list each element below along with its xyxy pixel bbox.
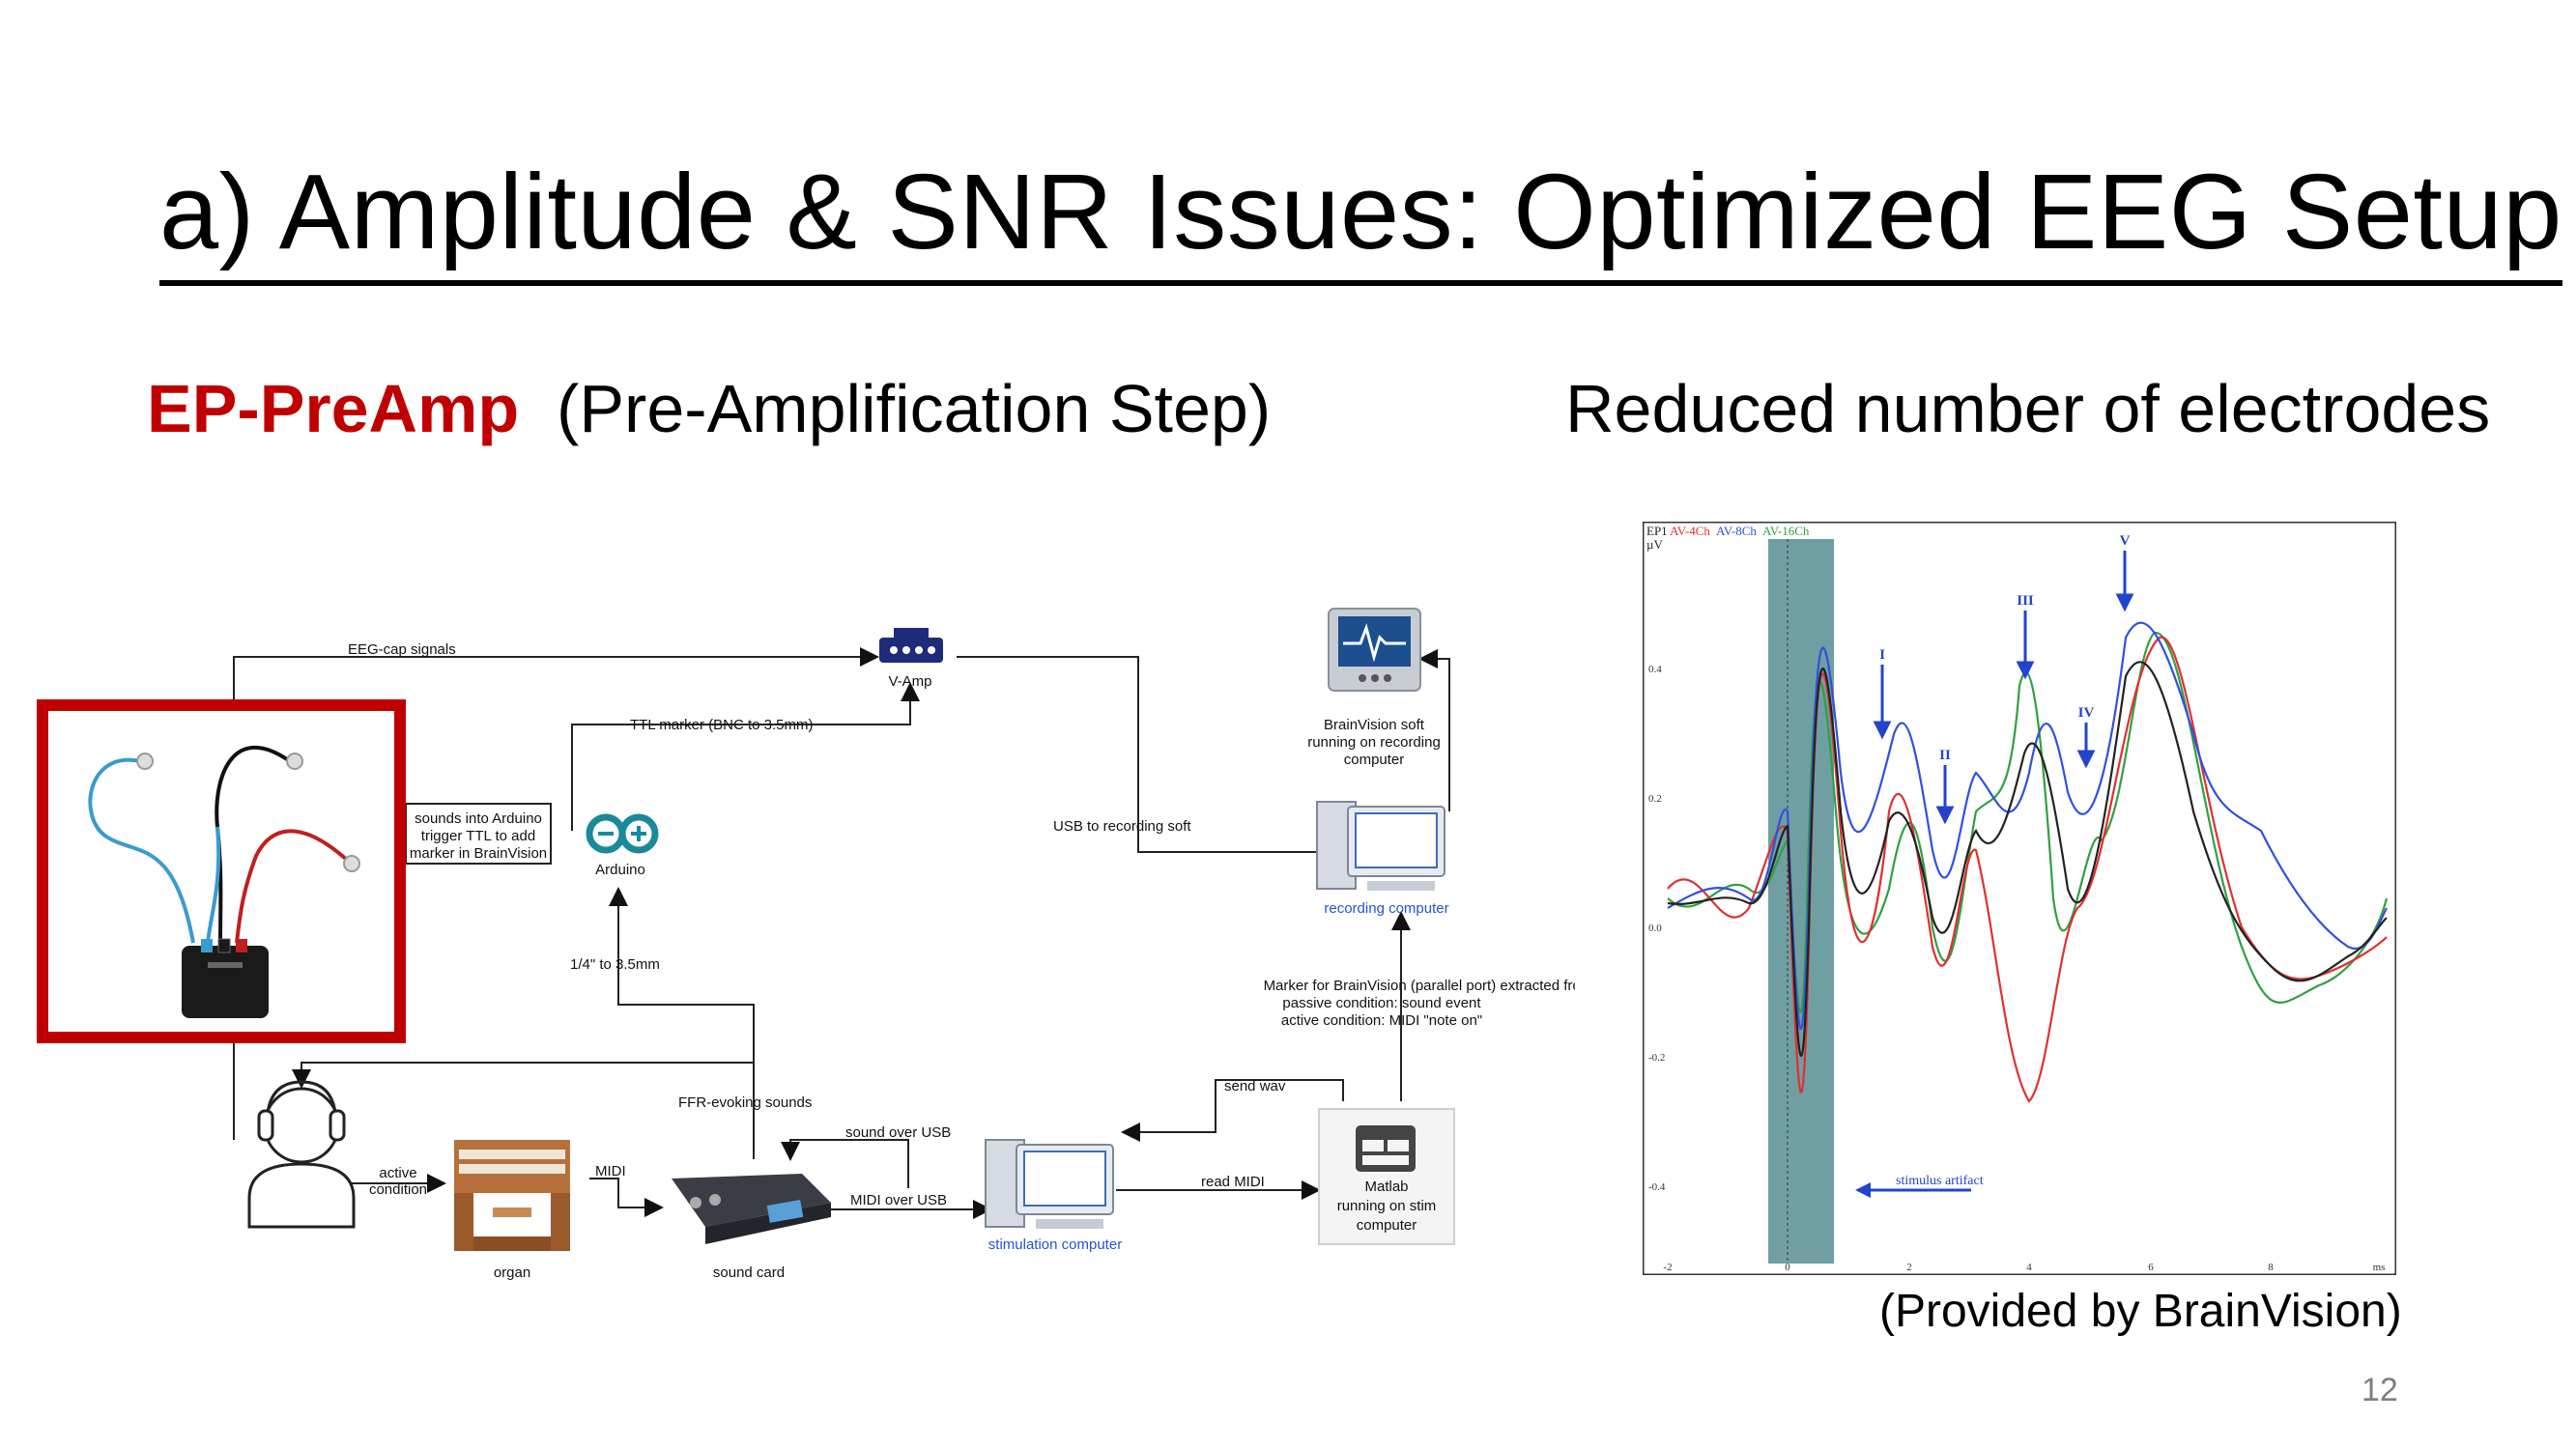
x-unit: ms bbox=[2373, 1262, 2386, 1273]
legend-av8: AV-8Ch bbox=[1716, 524, 1757, 538]
artifact-band bbox=[1768, 539, 1834, 1264]
brainvision-soft-line2: running on recording bbox=[1307, 734, 1441, 751]
arduino-note-line1: sounds into Arduino bbox=[415, 810, 542, 827]
preamp-detail: (Pre-Amplification Step) bbox=[557, 371, 1272, 446]
x-tick-2: 2 bbox=[1906, 1262, 1912, 1273]
slide-title: a) Amplitude & SNR Issues: Optimized EEG… bbox=[159, 145, 2562, 286]
midi-over-usb-label: MIDI over USB bbox=[850, 1192, 947, 1208]
listener-person-icon bbox=[247, 1080, 356, 1229]
x-tick-neg2: -2 bbox=[1663, 1262, 1672, 1273]
preamp-name: EP-PreAmp bbox=[147, 371, 520, 446]
x-tick-8: 8 bbox=[2268, 1262, 2274, 1273]
legend-av16: AV-16Ch bbox=[1762, 524, 1810, 538]
y-tick-0-4: 0.4 bbox=[1648, 664, 1662, 675]
matlab-line2: running on stim bbox=[1337, 1198, 1437, 1214]
waveform-av8 bbox=[1667, 621, 2388, 1031]
credit-text: (Provided by BrainVision) bbox=[1879, 1286, 2402, 1337]
peak-label-iv: IV bbox=[2078, 705, 2095, 721]
preamp-device-icon bbox=[88, 745, 360, 1018]
setup-diagram: V-Amp EEG-cap signals TTL marker (BNC to… bbox=[233, 608, 1575, 1281]
recording-computer-icon bbox=[1316, 801, 1445, 891]
active-condition-line2: condition bbox=[369, 1181, 427, 1198]
peak-label-v: V bbox=[2120, 533, 2131, 549]
ttl-marker-label: TTL marker (BNC to 3.5mm) bbox=[630, 717, 813, 733]
marker-note-line1: Marker for BrainVision (parallel port) e… bbox=[1264, 978, 1575, 994]
usb-recording-label: USB to recording soft bbox=[1053, 818, 1191, 835]
read-midi-label: read MIDI bbox=[1201, 1174, 1265, 1190]
matlab-line3: computer bbox=[1357, 1217, 1417, 1234]
brainvision-soft-line1: BrainVision soft bbox=[1324, 717, 1425, 733]
vamp-label: V-Amp bbox=[888, 673, 931, 690]
arduino-note-line3: marker in BrainVision bbox=[410, 845, 547, 862]
sound-card-label: sound card bbox=[713, 1264, 785, 1281]
stimulation-computer-icon bbox=[985, 1139, 1114, 1229]
y-tick-neg-0-4: -0.4 bbox=[1648, 1181, 1666, 1193]
midi-label: MIDI bbox=[595, 1163, 626, 1179]
x-tick-6: 6 bbox=[2148, 1262, 2154, 1273]
x-tick-4: 4 bbox=[2026, 1262, 2032, 1273]
left-heading: EP-PreAmp (Pre-Amplification Step) bbox=[147, 365, 1271, 452]
matlab-line1: Matlab bbox=[1364, 1179, 1408, 1195]
marker-note-line2: passive condition: sound event bbox=[1282, 995, 1481, 1011]
stimulation-computer-label: stimulation computer bbox=[988, 1236, 1122, 1253]
monitor-waveform-icon bbox=[1328, 608, 1421, 692]
y-tick-neg-0-2: -0.2 bbox=[1648, 1052, 1665, 1064]
ffr-sounds-label: FFR-evoking sounds bbox=[678, 1094, 812, 1111]
stimulus-artifact-label: stimulus artifact bbox=[1896, 1174, 1984, 1188]
peak-label-i: I bbox=[1879, 647, 1885, 663]
x-tick-0: 0 bbox=[1785, 1262, 1790, 1273]
peak-label-iii: III bbox=[2017, 593, 2034, 609]
legend-av4: AV-4Ch bbox=[1670, 524, 1710, 538]
waveform-av4 bbox=[1667, 636, 2388, 1103]
brainvision-soft-line3: computer bbox=[1344, 752, 1405, 768]
sound-over-usb-label: sound over USB bbox=[845, 1124, 951, 1141]
vamp-icon bbox=[879, 628, 943, 663]
active-condition-line1: active bbox=[379, 1165, 416, 1181]
arduino-label: Arduino bbox=[595, 862, 645, 878]
peak-label-ii: II bbox=[1939, 748, 1951, 763]
waveform-av16 bbox=[1667, 631, 2389, 1013]
matlab-window-icon bbox=[1318, 1108, 1455, 1245]
y-tick-0-2: 0.2 bbox=[1648, 793, 1662, 805]
eeg-cap-signals-label: EEG-cap signals bbox=[348, 641, 456, 658]
waveform-ep1 bbox=[1667, 661, 2388, 1057]
sound-card-icon bbox=[672, 1174, 831, 1244]
arduino-icon bbox=[586, 813, 659, 854]
recording-computer-label: recording computer bbox=[1324, 900, 1448, 917]
organ-icon bbox=[454, 1140, 570, 1251]
marker-note-line3: active condition: MIDI "note on" bbox=[1281, 1012, 1482, 1029]
organ-label: organ bbox=[494, 1264, 530, 1281]
y-unit: µV bbox=[1646, 537, 1663, 552]
quarter-inch-label: 1/4" to 3.5mm bbox=[570, 956, 660, 973]
page-number: 12 bbox=[2361, 1372, 2398, 1408]
send-wav-label: send wav bbox=[1224, 1078, 1286, 1094]
arduino-note-line2: trigger TTL to add bbox=[421, 828, 535, 844]
y-tick-0-0: 0.0 bbox=[1648, 923, 1662, 934]
right-heading: Reduced number of electrodes bbox=[1565, 371, 2491, 446]
legend-ep1: EP1 bbox=[1646, 524, 1668, 538]
preamp-photo-frame bbox=[37, 699, 406, 1043]
eeg-plot: EP1 AV-4Ch AV-8Ch AV-16Ch µV 0.4 0.2 0.0… bbox=[1643, 522, 2396, 1275]
